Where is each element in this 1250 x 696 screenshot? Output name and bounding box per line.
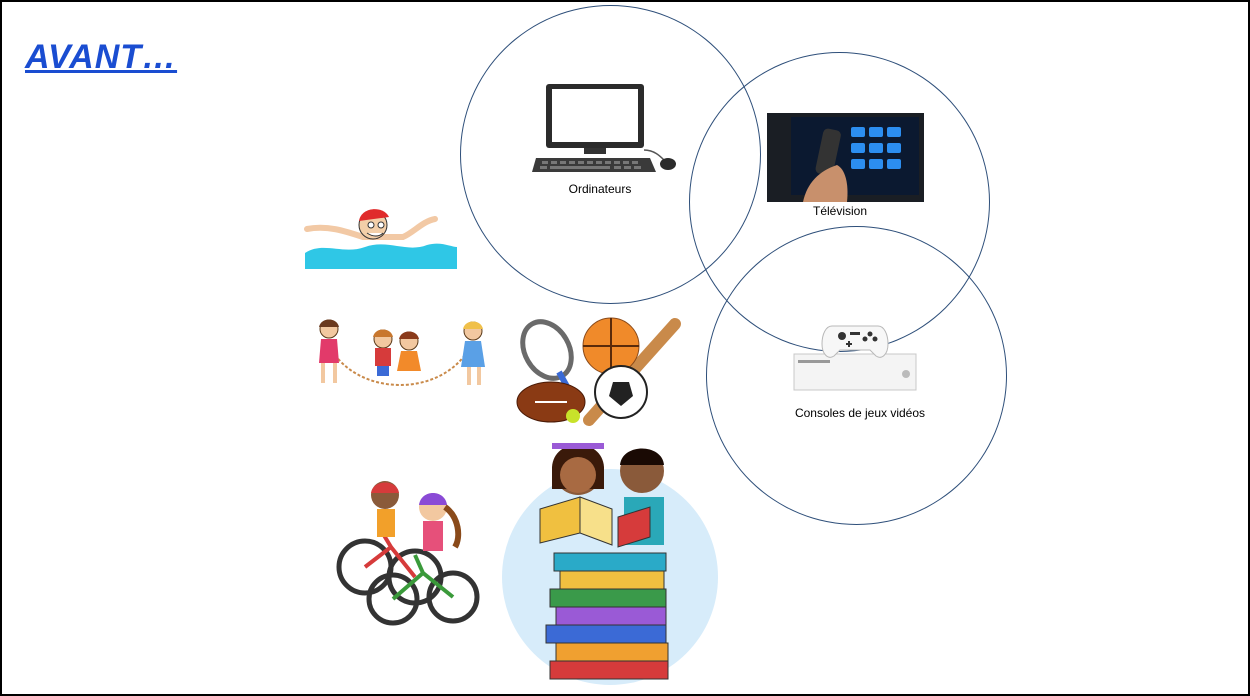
- television-remote-photo: [767, 113, 924, 202]
- jump-rope-kids-illustration: [319, 319, 485, 386]
- game-console-icon: [793, 325, 917, 391]
- ordinateurs-label: Ordinateurs: [568, 182, 632, 196]
- slide-title: AVANT…: [25, 38, 178, 76]
- computer-icon: [532, 84, 676, 172]
- consoles-circle: [706, 226, 1007, 525]
- cycling-kids-illustration: [336, 481, 480, 626]
- television-label: Télévision: [812, 204, 868, 218]
- sports-balls-illustration: [516, 317, 681, 426]
- swimmer-illustration: [304, 209, 457, 269]
- reading-kids-books-illustration: [502, 443, 718, 685]
- consoles-label: Consoles de jeux vidéos: [794, 406, 926, 420]
